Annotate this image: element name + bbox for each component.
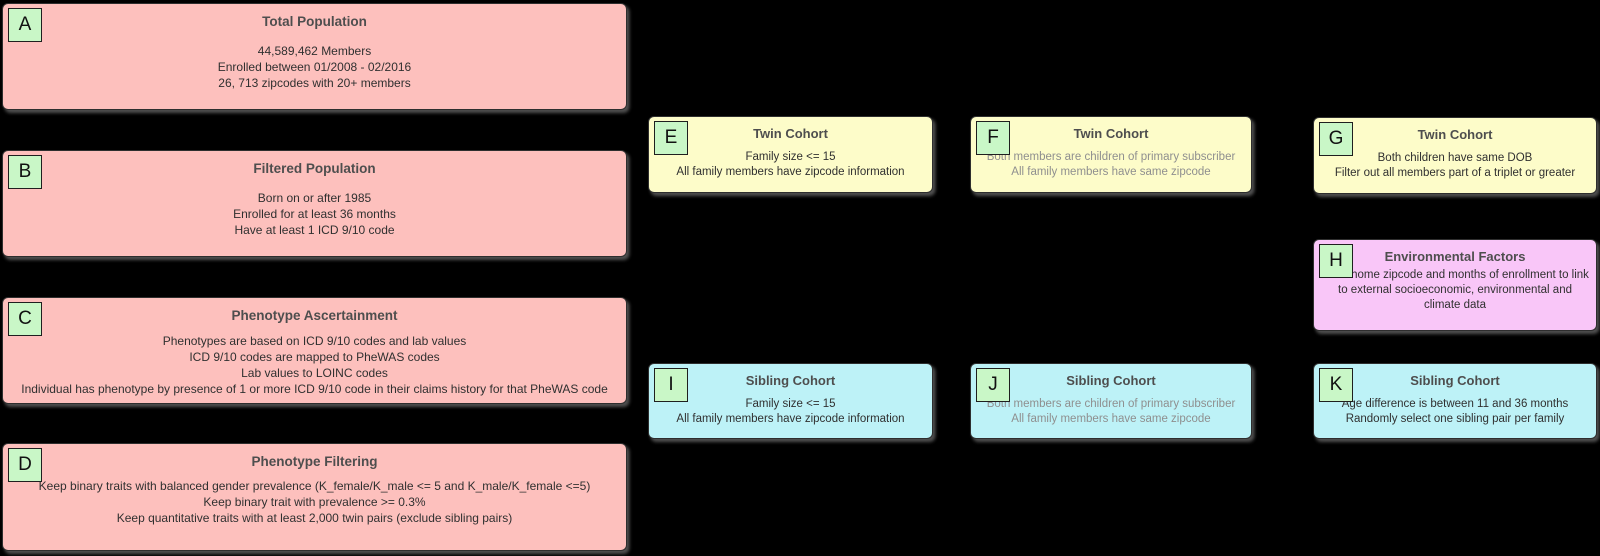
box-g-line-2: Filter out all members part of a triplet…: [1334, 167, 1576, 179]
box-i-line-2: All family members have zipcode informat…: [676, 413, 905, 425]
node-label-i: I: [654, 368, 688, 402]
box-g-twin-cohort: G Twin Cohort Both children have same DO…: [1313, 117, 1597, 194]
box-b-line-1: Born on or after 1985: [257, 191, 372, 205]
box-c-line-2: ICD 9/10 codes are mapped to PheWAS code…: [189, 350, 440, 364]
box-d-line-2: Keep binary trait with prevalence >= 0.3…: [203, 495, 426, 509]
box-f-line-1: Both members are children of primary sub…: [986, 151, 1236, 163]
box-k-title: Sibling Cohort: [1410, 373, 1500, 388]
box-i-title: Sibling Cohort: [745, 373, 836, 388]
box-b-line-2: Enrolled for at least 36 months: [233, 207, 396, 221]
box-e-line-2: All family members have zipcode informat…: [676, 166, 905, 178]
box-f-title: Twin Cohort: [1073, 126, 1149, 141]
box-j-line-1: Both members are children of primary sub…: [986, 398, 1236, 410]
box-c-line-1: Phenotypes are based on ICD 9/10 codes a…: [162, 334, 467, 348]
box-a-line-1: 44,589,462 Members: [257, 44, 372, 58]
box-f-line-2: All family members have same zipcode: [1011, 166, 1211, 178]
box-c-line-4: Individual has phenotype by presence of …: [21, 382, 608, 396]
box-k-sibling-cohort: K Sibling Cohort Age difference is betwe…: [1313, 363, 1597, 439]
box-c-title: Phenotype Ascertainment: [231, 308, 398, 323]
box-i-line-1: Family size <= 15: [745, 398, 836, 410]
node-label-g: G: [1319, 122, 1353, 156]
node-label-j: J: [976, 368, 1010, 402]
box-a-line-3: 26, 713 zipcodes with 20+ members: [218, 76, 411, 90]
node-label-k: K: [1319, 368, 1353, 402]
box-a-line-2: Enrolled between 01/2008 - 02/2016: [217, 60, 412, 74]
box-e-line-1: Family size <= 15: [745, 151, 836, 163]
node-label-h: H: [1319, 244, 1353, 278]
box-h-line-1: Used home zipcode and months of enrollme…: [1321, 269, 1589, 311]
box-h-title: Environmental Factors: [1384, 249, 1526, 264]
box-g-title: Twin Cohort: [1417, 127, 1493, 142]
node-label-d: D: [8, 448, 42, 482]
box-k-line-2: Randomly select one sibling pair per fam…: [1345, 413, 1565, 425]
box-d-line-1: Keep binary traits with balanced gender …: [38, 479, 591, 493]
box-e-twin-cohort: E Twin Cohort Family size <= 15 All fami…: [648, 116, 933, 193]
node-label-c: C: [8, 302, 42, 336]
box-a-total-population: A Total Population 44,589,462 Members En…: [2, 3, 627, 110]
box-h-environmental-factors: H Environmental Factors Used home zipcod…: [1313, 239, 1597, 331]
box-f-twin-cohort: F Twin Cohort Both members are children …: [970, 116, 1252, 193]
box-d-title: Phenotype Filtering: [251, 454, 378, 469]
box-b-line-3: Have at least 1 ICD 9/10 code: [234, 223, 395, 237]
node-label-b: B: [8, 155, 42, 189]
box-j-line-2: All family members have same zipcode: [1011, 413, 1211, 425]
box-d-line-3: Keep quantitative traits with at least 2…: [116, 511, 513, 525]
node-label-e: E: [654, 121, 688, 155]
box-b-title: Filtered Population: [253, 161, 376, 176]
box-e-title: Twin Cohort: [753, 126, 828, 141]
box-c-line-3: Lab values to LOINC codes: [241, 366, 388, 380]
box-g-line-1: Both children have same DOB: [1377, 152, 1533, 164]
box-c-phenotype-ascertainment: C Phenotype Ascertainment Phenotypes are…: [2, 297, 627, 404]
box-a-title: Total Population: [262, 14, 367, 29]
box-j-title: Sibling Cohort: [1066, 373, 1156, 388]
box-j-sibling-cohort: J Sibling Cohort Both members are childr…: [970, 363, 1252, 439]
box-d-phenotype-filtering: D Phenotype Filtering Keep binary traits…: [2, 443, 627, 551]
node-label-f: F: [976, 121, 1010, 155]
node-label-a: A: [8, 8, 42, 42]
box-k-line-1: Age difference is between 11 and 36 mont…: [1341, 398, 1569, 410]
box-b-filtered-population: B Filtered Population Born on or after 1…: [2, 150, 627, 257]
box-i-sibling-cohort: I Sibling Cohort Family size <= 15 All f…: [648, 363, 933, 439]
